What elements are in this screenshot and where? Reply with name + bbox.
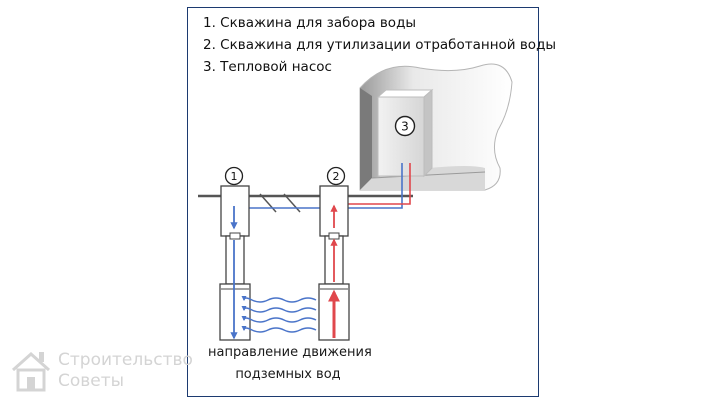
svg-text:2: 2	[333, 170, 340, 183]
watermark-text: Строительство Советы	[58, 350, 193, 392]
svg-text:3: 3	[401, 120, 409, 134]
disposal-well	[318, 185, 350, 341]
legend-item-heat-pump: 3. Тепловой насос	[203, 59, 332, 75]
flow-caption-line-2: подземных вод	[235, 367, 341, 382]
legend-item-intake-well: 1. Скважина для забора воды	[203, 15, 417, 31]
watermark-line-2: Советы	[58, 371, 125, 391]
pump-marker: 3	[394, 115, 416, 137]
heat-pump-unit	[376, 88, 434, 178]
svg-text:1: 1	[231, 170, 238, 183]
well-2-marker: 2	[326, 166, 346, 186]
flow-caption-line-1: направление движения	[208, 345, 372, 360]
watermark-logo-icon	[12, 351, 50, 392]
groundwater-flow-arrows	[241, 295, 317, 333]
legend-item-disposal-well: 2. Скважина для утилизации отработанной …	[203, 37, 557, 53]
intake-well	[219, 185, 251, 341]
legend: 1. Скважина для забора воды 2. Скважина …	[203, 12, 556, 78]
well-1-marker: 1	[224, 166, 244, 186]
watermark-line-1: Строительство	[58, 350, 193, 370]
